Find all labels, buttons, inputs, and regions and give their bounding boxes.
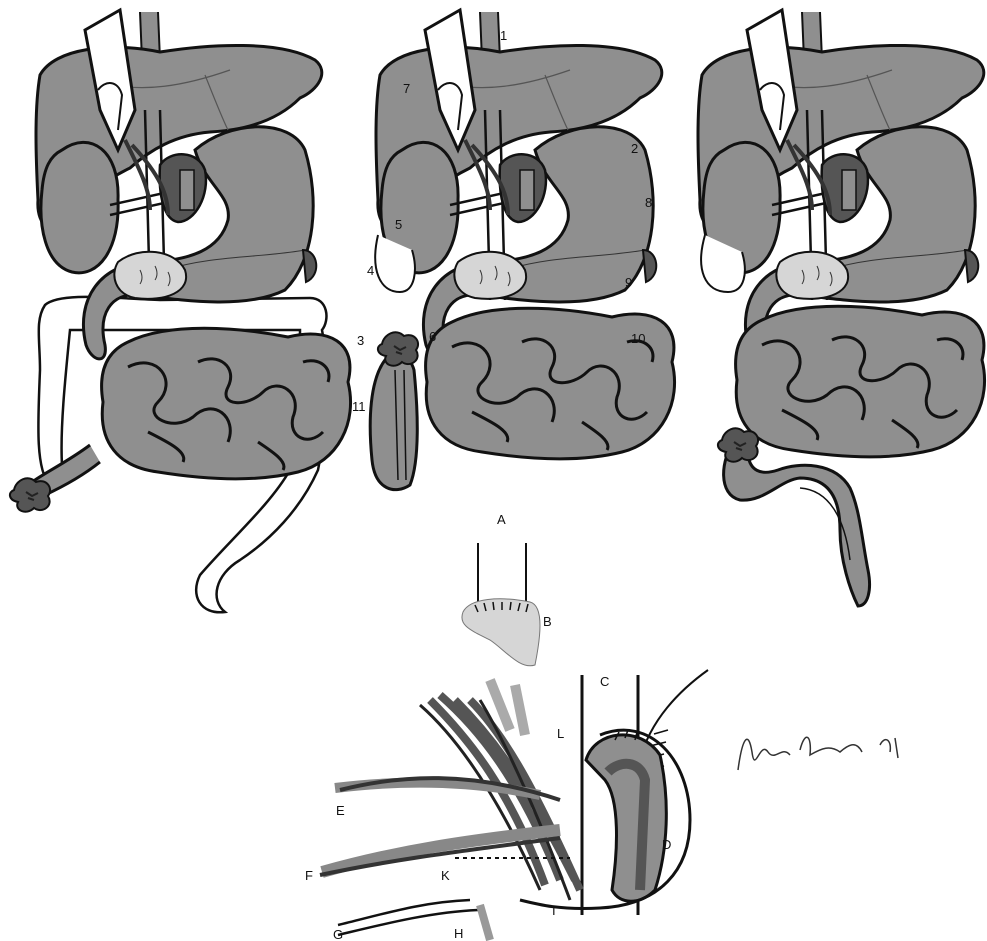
vascular-detail: C D E F G H I K L (305, 670, 708, 941)
label-8: 8 (645, 195, 652, 210)
label-4: 4 (367, 263, 374, 278)
label-7: 7 (403, 81, 410, 96)
left-tumor (10, 478, 50, 511)
right-small-bowel (736, 306, 985, 457)
artist-signature (738, 737, 898, 770)
label-e: E (336, 803, 345, 818)
label-5: 5 (395, 217, 402, 232)
label-9: 9 (625, 275, 632, 290)
middle-panel: 1 2 3 4 5 6 7 8 9 10 11 A (352, 10, 675, 527)
panel-label-b: B (543, 614, 552, 629)
label-1: 1 (500, 28, 507, 43)
label-d: D (662, 837, 671, 852)
panel-b: B (462, 543, 552, 666)
label-l: L (557, 726, 564, 741)
panel-label-a: A (497, 512, 506, 527)
right-colon (724, 440, 870, 606)
label-10: 10 (631, 331, 645, 346)
label-f: F (305, 868, 313, 883)
label-i: I (552, 903, 556, 918)
label-6: 6 (429, 329, 436, 344)
label-h: H (454, 926, 463, 941)
label-3: 3 (357, 333, 364, 348)
label-11: 11 (352, 399, 366, 414)
left-panel (10, 10, 351, 612)
label-g: G (333, 927, 343, 941)
label-k: K (441, 868, 450, 883)
left-small-bowel (102, 328, 351, 479)
label-2: 2 (631, 141, 638, 156)
right-tumor (718, 428, 758, 461)
middle-upper-abdomen (376, 10, 662, 359)
middle-colon-11 (370, 355, 417, 490)
label-c: C (600, 674, 609, 689)
right-panel (698, 10, 985, 606)
